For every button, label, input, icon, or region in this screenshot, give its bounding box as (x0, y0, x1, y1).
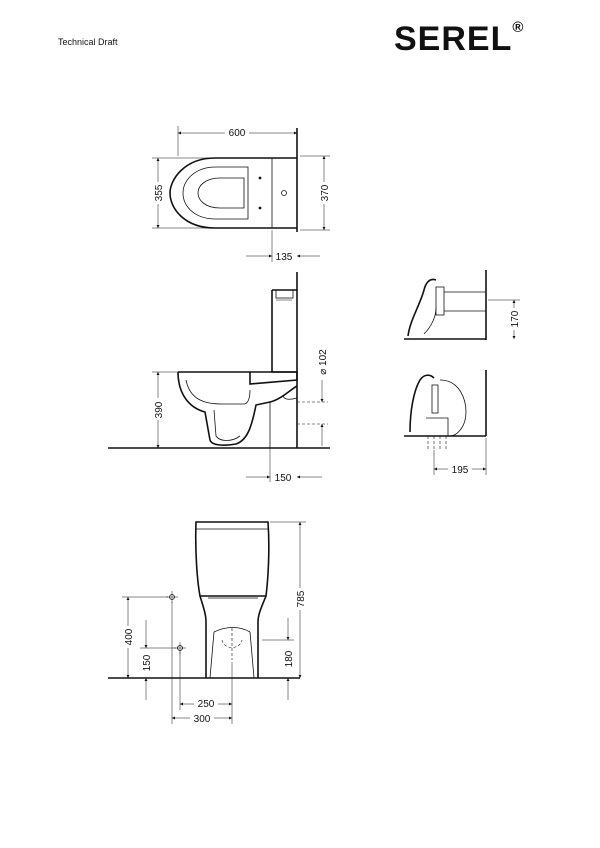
dim-label-top-tank-offset: 135 (276, 252, 293, 263)
side-rim (178, 371, 298, 385)
top-hinge-hole (258, 176, 262, 180)
side-trap (213, 409, 241, 441)
front-tank (194, 521, 270, 597)
dim-label-outlet-height: 170 (510, 310, 521, 327)
dim-label-top-left-depth: 355 (154, 184, 165, 201)
brand-name: SEREL (394, 20, 513, 58)
side-tank (271, 289, 297, 373)
top-seat-opening (182, 166, 249, 220)
detail-pipe-collar (435, 286, 445, 316)
front-bowl-sides (199, 595, 267, 678)
top-bowl-outline (169, 157, 297, 229)
floor-detail-trap (439, 379, 467, 437)
dim-label-front-center-height: 180 (284, 650, 295, 667)
registered-mark: ® (512, 19, 525, 36)
top-hinge-hole (258, 206, 262, 210)
side-bowl-inner (185, 379, 251, 405)
floor-detail-collar (431, 384, 439, 414)
top-tap-hole (281, 190, 287, 196)
dim-label-front-fix-height: 150 (142, 654, 153, 671)
header-label: Technical Draft (58, 37, 118, 47)
top-view: 600 355 370 135 (152, 126, 331, 263)
dim-label-front-fix-spacing: 250 (198, 699, 215, 710)
dim-label-top-right-depth: 370 (320, 184, 331, 201)
dim-label-side-outlet-offset: 150 (275, 473, 292, 484)
floor-detail-bowl-back (409, 374, 435, 433)
dim-label-front-total-height: 785 (296, 590, 307, 607)
dim-label-top-width: 600 (229, 128, 246, 139)
top-inner-opening (197, 177, 245, 209)
detail-bowl-back (407, 278, 437, 337)
side-view: 390 150 ⌀ 102 (108, 272, 330, 484)
outlet-detail-floor: 195 (404, 370, 487, 476)
dim-label-side-pipe-diameter: ⌀ 102 (318, 349, 329, 375)
front-pedestal (209, 631, 255, 679)
dim-label-front-supply-height: 400 (124, 628, 135, 645)
side-flush-button (275, 289, 294, 299)
dim-label-side-height: 390 (154, 401, 165, 418)
front-view: 785 400 150 180 250 300 (108, 521, 307, 725)
brand-logo: SEREL® (394, 19, 525, 58)
side-bowl-body (177, 371, 298, 446)
outlet-detail-horizontal: 170 (404, 270, 521, 340)
dim-label-floor-outlet-offset: 195 (452, 465, 469, 476)
dim-label-front-width: 300 (194, 714, 211, 725)
